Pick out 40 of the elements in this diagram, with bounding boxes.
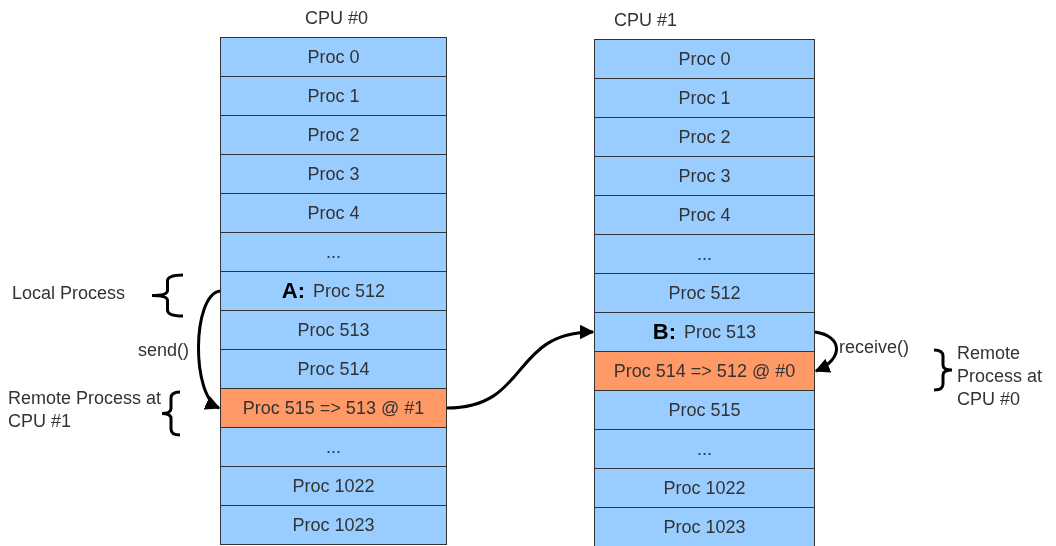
process-row: Proc 1022	[220, 466, 447, 506]
process-row: ...	[220, 232, 447, 272]
process-row: Proc 3	[594, 156, 815, 196]
process-row: Proc 2	[220, 115, 447, 155]
arrow	[814, 330, 838, 373]
edge-label: receive()	[838, 337, 910, 358]
process-row: ...	[594, 429, 815, 469]
process-row: ...	[594, 234, 815, 274]
row-marker: B:	[652, 319, 677, 345]
process-row: Proc 1023	[594, 507, 815, 546]
annotation-text: Remote Process at CPU #0	[957, 342, 1044, 411]
process-row	[594, 312, 815, 352]
process-row: Proc 2	[594, 117, 815, 157]
process-row: Proc 1023	[220, 505, 447, 545]
process-row: Proc 0	[220, 37, 447, 77]
arrow	[197, 289, 221, 410]
row-label: Proc 513	[684, 321, 757, 343]
process-row: Proc 1	[220, 76, 447, 116]
process-row: Proc 514	[220, 349, 447, 389]
process-row: Proc 515 => 513 @ #1	[220, 388, 447, 428]
table-heading: CPU #1	[614, 10, 678, 31]
process-row: Proc 4	[220, 193, 447, 233]
process-row: Proc 0	[594, 39, 815, 79]
table-heading: CPU #0	[305, 8, 369, 29]
process-row: Proc 513	[220, 310, 447, 350]
annotation-text: Remote Process at CPU #1	[8, 387, 163, 433]
annotation-text: Local Process	[12, 282, 127, 305]
process-row: ...	[220, 427, 447, 467]
process-row: Proc 515	[594, 390, 815, 430]
process-row: Proc 1022	[594, 468, 815, 508]
row-marker: A:	[281, 278, 306, 304]
process-row: Proc 514 => 512 @ #0	[594, 351, 815, 391]
process-row	[220, 271, 447, 311]
process-row: Proc 512	[594, 273, 815, 313]
arrow	[446, 325, 595, 410]
process-row: Proc 3	[220, 154, 447, 194]
row-label: Proc 512	[313, 280, 386, 302]
process-row: Proc 1	[594, 78, 815, 118]
edge-label: send()	[137, 340, 191, 361]
process-row: Proc 4	[594, 195, 815, 235]
